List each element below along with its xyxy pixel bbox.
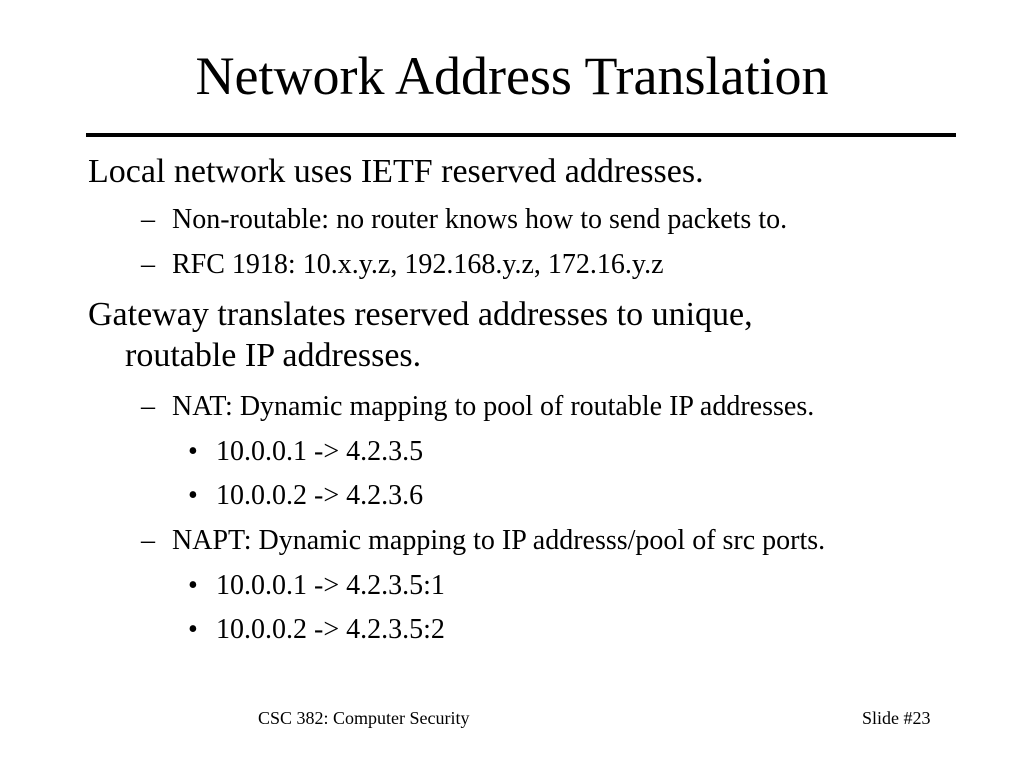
- bullet-local-network: Local network uses IETF reserved address…: [88, 151, 948, 192]
- sub-bullet-text: NAT: Dynamic mapping to pool of routable…: [172, 391, 815, 422]
- mapping-item: • 10.0.0.1 -> 4.2.3.5:1: [188, 569, 988, 603]
- bullet-text: Local network uses IETF reserved address…: [88, 153, 704, 190]
- bullet-dot-marker: •: [188, 436, 198, 467]
- footer-slide-number: Slide #23: [862, 708, 931, 728]
- title-underline: [86, 133, 956, 137]
- sub-bullet-text: Non-routable: no router knows how to sen…: [172, 204, 788, 235]
- mapping-text: 10.0.0.1 -> 4.2.3.5: [216, 436, 424, 467]
- bullet-text-line1: Gateway translates reserved addresses to…: [88, 296, 753, 333]
- dash-marker: –: [141, 249, 155, 280]
- slide-title: Network Address Translation: [195, 46, 829, 106]
- bullet-gateway: Gateway translates reserved addresses to…: [88, 294, 948, 376]
- mapping-text: 10.0.0.2 -> 4.2.3.5:2: [216, 614, 445, 645]
- sub-bullet-text: RFC 1918: 10.x.y.z, 192.168.y.z, 172.16.…: [172, 249, 664, 280]
- dash-marker: –: [141, 391, 155, 422]
- bullet-dot-marker: •: [188, 614, 198, 645]
- sub-bullet-text: NAPT: Dynamic mapping to IP addresss/poo…: [172, 525, 826, 556]
- dash-marker: –: [141, 204, 155, 235]
- dash-marker: –: [141, 525, 155, 556]
- mapping-item: • 10.0.0.1 -> 4.2.3.5: [188, 435, 988, 469]
- sub-bullet-non-routable: –Non-routable: no router knows how to se…: [141, 203, 981, 237]
- mapping-item: • 10.0.0.2 -> 4.2.3.6: [188, 479, 988, 513]
- bullet-text-line2: routable IP addresses.: [125, 337, 422, 374]
- footer-course: CSC 382: Computer Security: [258, 708, 470, 728]
- sub-bullet-napt: –NAPT: Dynamic mapping to IP addresss/po…: [141, 524, 981, 558]
- sub-bullet-nat: –NAT: Dynamic mapping to pool of routabl…: [141, 390, 981, 424]
- mapping-text: 10.0.0.1 -> 4.2.3.5:1: [216, 570, 445, 601]
- sub-bullet-rfc1918: –RFC 1918: 10.x.y.z, 192.168.y.z, 172.16…: [141, 248, 981, 282]
- bullet-dot-marker: •: [188, 570, 198, 601]
- mapping-text: 10.0.0.2 -> 4.2.3.6: [216, 480, 424, 511]
- mapping-item: • 10.0.0.2 -> 4.2.3.5:2: [188, 613, 988, 647]
- bullet-dot-marker: •: [188, 480, 198, 511]
